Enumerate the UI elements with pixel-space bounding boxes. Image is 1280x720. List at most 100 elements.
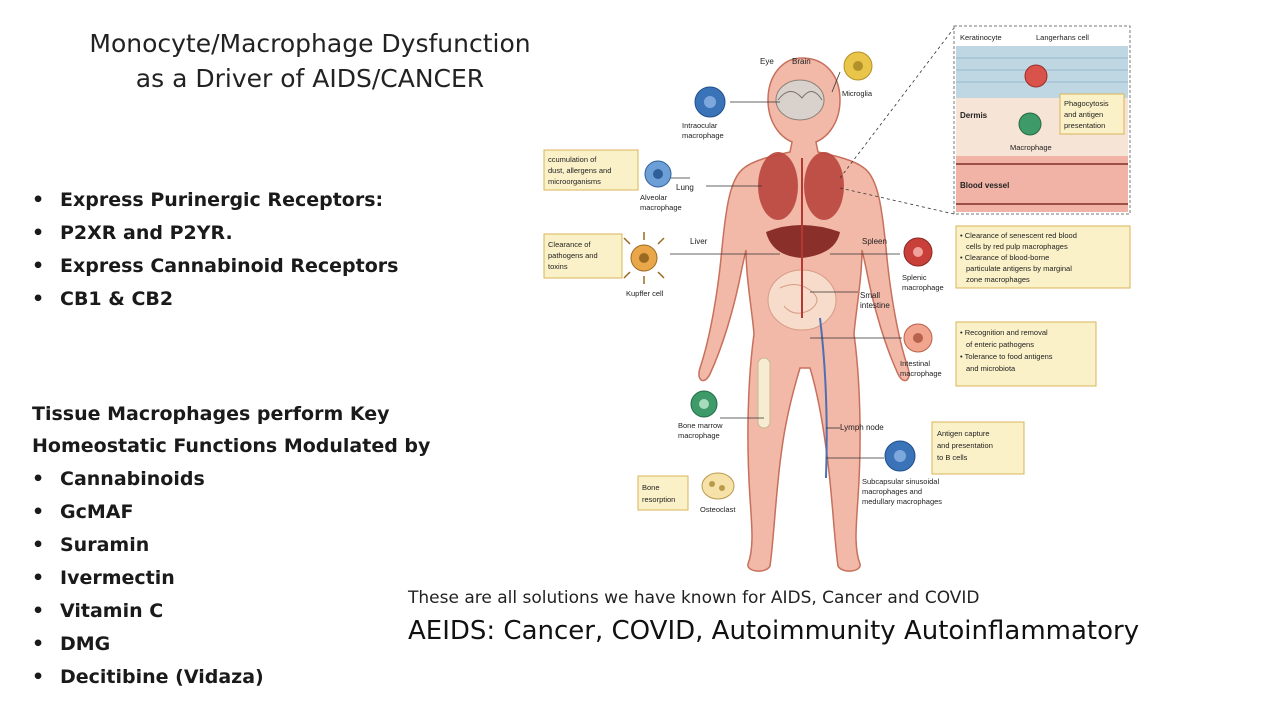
phagocytosis-box bbox=[1059, 93, 1125, 135]
bone-marrow-label-2: macrophage bbox=[678, 431, 720, 440]
small-intestine-label-1: Small bbox=[860, 291, 880, 300]
microglia-cell bbox=[843, 51, 873, 81]
osteoclast-label: Osteoclast bbox=[700, 505, 736, 514]
intraocular-macrophage-cell bbox=[694, 86, 726, 118]
small-intestine-label-2: intestine bbox=[860, 301, 890, 310]
alveolar-macrophage-cell bbox=[644, 160, 672, 188]
lymph-node-label: Lymph node bbox=[840, 423, 884, 432]
intestine-box-line-2: of enteric pathogens bbox=[966, 340, 1034, 349]
alveolar-label-1: Alveolar bbox=[640, 193, 668, 202]
dust-allergens-box: ccumulation of dust, allergens and micro… bbox=[543, 149, 639, 191]
spleen-box-line-2: cells by red pulp macrophages bbox=[966, 242, 1068, 251]
solutions-caption: These are all solutions we have known fo… bbox=[408, 588, 980, 608]
brain-label: Brain bbox=[792, 57, 811, 66]
alveolar-label-2: macrophage bbox=[640, 203, 682, 212]
bone-marrow-label-1: Bone marrow bbox=[678, 421, 723, 430]
brain-folds bbox=[777, 91, 823, 101]
bullet-item: P2XR and P2YR. bbox=[30, 217, 398, 250]
bullet-item: Cannabinoids bbox=[30, 463, 264, 496]
bone-box-line-2: resorption bbox=[642, 495, 675, 504]
microglia-label: Microglia bbox=[842, 89, 873, 98]
slide-title: Monocyte/Macrophage Dysfunction as a Dri… bbox=[40, 26, 580, 96]
phago-line-1: Phagocytosis bbox=[1064, 99, 1109, 108]
macrophage-label: Macrophage bbox=[1010, 143, 1052, 152]
splenic-label-1: Splenic bbox=[902, 273, 927, 282]
osteoclast-cell bbox=[701, 472, 735, 500]
spleen-box-line-1: • Clearance of senescent red blood bbox=[960, 231, 1077, 240]
splenic-label-2: macrophage bbox=[902, 283, 944, 292]
subhead-line-2: Homeostatic Functions Modulated by bbox=[32, 435, 431, 457]
femur-bone bbox=[757, 357, 771, 429]
bullet-item: GcMAF bbox=[30, 496, 264, 529]
title-line-2: as a Driver of AIDS/CANCER bbox=[135, 64, 485, 93]
splenic-macrophage-cell bbox=[903, 237, 933, 267]
left-lung-shape bbox=[758, 152, 798, 220]
bullet-item: Decitibine (Vidaza) bbox=[30, 661, 264, 694]
liver-label: Liver bbox=[690, 237, 708, 246]
receptor-bullet-list: Express Purinergic Receptors: P2XR and P… bbox=[30, 184, 398, 316]
langerhans-cell bbox=[1024, 64, 1048, 88]
bullet-item: Express Purinergic Receptors: bbox=[30, 184, 398, 217]
eye-label: Eye bbox=[760, 57, 774, 66]
subcapsular-label-3: medullary macrophages bbox=[862, 497, 942, 506]
title-line-1: Monocyte/Macrophage Dysfunction bbox=[89, 29, 531, 58]
bone-resorption-box: Bone resorption bbox=[637, 475, 689, 511]
intestine-box-line-3: • Tolerance to food antigens bbox=[960, 352, 1053, 361]
dermal-macrophage-cell bbox=[1018, 112, 1042, 136]
antigen-capture-box: Antigen capture and presentation to B ce… bbox=[931, 421, 1025, 475]
dust-box-line-1: ccumulation of bbox=[548, 155, 597, 164]
spleen-box-line-4: particulate antigens by marginal bbox=[966, 264, 1072, 273]
spleen-function-box: • Clearance of senescent red blood cells… bbox=[955, 225, 1131, 289]
langerhans-label: Langerhans cell bbox=[1036, 33, 1089, 42]
right-lung-shape bbox=[804, 152, 844, 220]
bullet-item: Ivermectin bbox=[30, 562, 264, 595]
bullet-item: Vitamin C bbox=[30, 595, 264, 628]
aeids-caption: AEIDS: Cancer, COVID, Autoimmunity Autoi… bbox=[408, 616, 1140, 646]
brain-shape bbox=[775, 79, 825, 121]
pathogens-box-line-3: toxins bbox=[548, 262, 568, 271]
antigen-box-line-2: and presentation bbox=[937, 441, 993, 450]
phago-line-2: and antigen bbox=[1064, 110, 1103, 119]
intestinal-label-2: macrophage bbox=[900, 369, 942, 378]
subcapsular-label-2: macrophages and bbox=[862, 487, 922, 496]
bullet-item: Express Cannabinoid Receptors bbox=[30, 250, 398, 283]
bullet-item: Suramin bbox=[30, 529, 264, 562]
dust-box-line-3: microorganisms bbox=[548, 177, 601, 186]
bullet-item: CB1 & CB2 bbox=[30, 283, 398, 316]
dust-box-line-2: dust, allergens and bbox=[548, 166, 611, 175]
intestine-box-line-1: • Recognition and removal bbox=[960, 328, 1048, 337]
intestine-coils bbox=[779, 284, 818, 314]
spleen-label: Spleen bbox=[862, 237, 887, 246]
dermis-label: Dermis bbox=[960, 111, 988, 120]
intestinal-macrophage-cell bbox=[903, 323, 933, 353]
intraocular-label-2: macrophage bbox=[682, 131, 724, 140]
intestine-box-line-4: and microbiota bbox=[966, 364, 1016, 373]
intestinal-label-1: Intestinal bbox=[900, 359, 930, 368]
modulator-bullet-list: Cannabinoids GcMAF Suramin Ivermectin Vi… bbox=[30, 463, 264, 694]
pathogens-toxins-box: Clearance of pathogens and toxins bbox=[543, 233, 623, 279]
intraocular-label-1: Intraocular bbox=[682, 121, 718, 130]
keratinocyte-label: Keratinocyte bbox=[960, 33, 1002, 42]
macrophage-body-diagram: Eye Brain Lung Liver Spleen Small intest… bbox=[543, 25, 1131, 572]
lung-label: Lung bbox=[676, 183, 694, 192]
blood-vessel-layer bbox=[956, 156, 1128, 212]
phago-line-3: presentation bbox=[1064, 121, 1105, 130]
skin-inset-panel: Keratinocyte Langerhans cell Dermis Macr… bbox=[953, 25, 1131, 215]
spleen-box-line-3: • Clearance of blood-borne bbox=[960, 253, 1049, 262]
subcapsular-label-1: Subcapsular sinusoidal bbox=[862, 477, 939, 486]
subhead-line-1: Tissue Macrophages perform Key bbox=[32, 403, 390, 425]
antigen-box-line-1: Antigen capture bbox=[937, 429, 990, 438]
antigen-box-line-3: to B cells bbox=[937, 453, 968, 462]
bullet-item: DMG bbox=[30, 628, 264, 661]
spleen-box-line-5: zone macrophages bbox=[966, 275, 1030, 284]
subcapsular-macrophage-cell bbox=[884, 440, 916, 472]
tissue-macrophage-heading: Tissue Macrophages perform Key Homeostat… bbox=[32, 398, 492, 462]
bone-box-line-1: Bone bbox=[642, 483, 660, 492]
pathogens-box-line-1: Clearance of bbox=[548, 240, 591, 249]
leader-lines bbox=[668, 27, 955, 459]
kupffer-cell bbox=[623, 232, 665, 284]
pathogens-box-line-2: pathogens and bbox=[548, 251, 598, 260]
kupffer-label: Kupffer cell bbox=[626, 289, 664, 298]
intestine-function-box: • Recognition and removal of enteric pat… bbox=[955, 321, 1097, 387]
bone-marrow-macrophage-cell bbox=[690, 390, 718, 418]
